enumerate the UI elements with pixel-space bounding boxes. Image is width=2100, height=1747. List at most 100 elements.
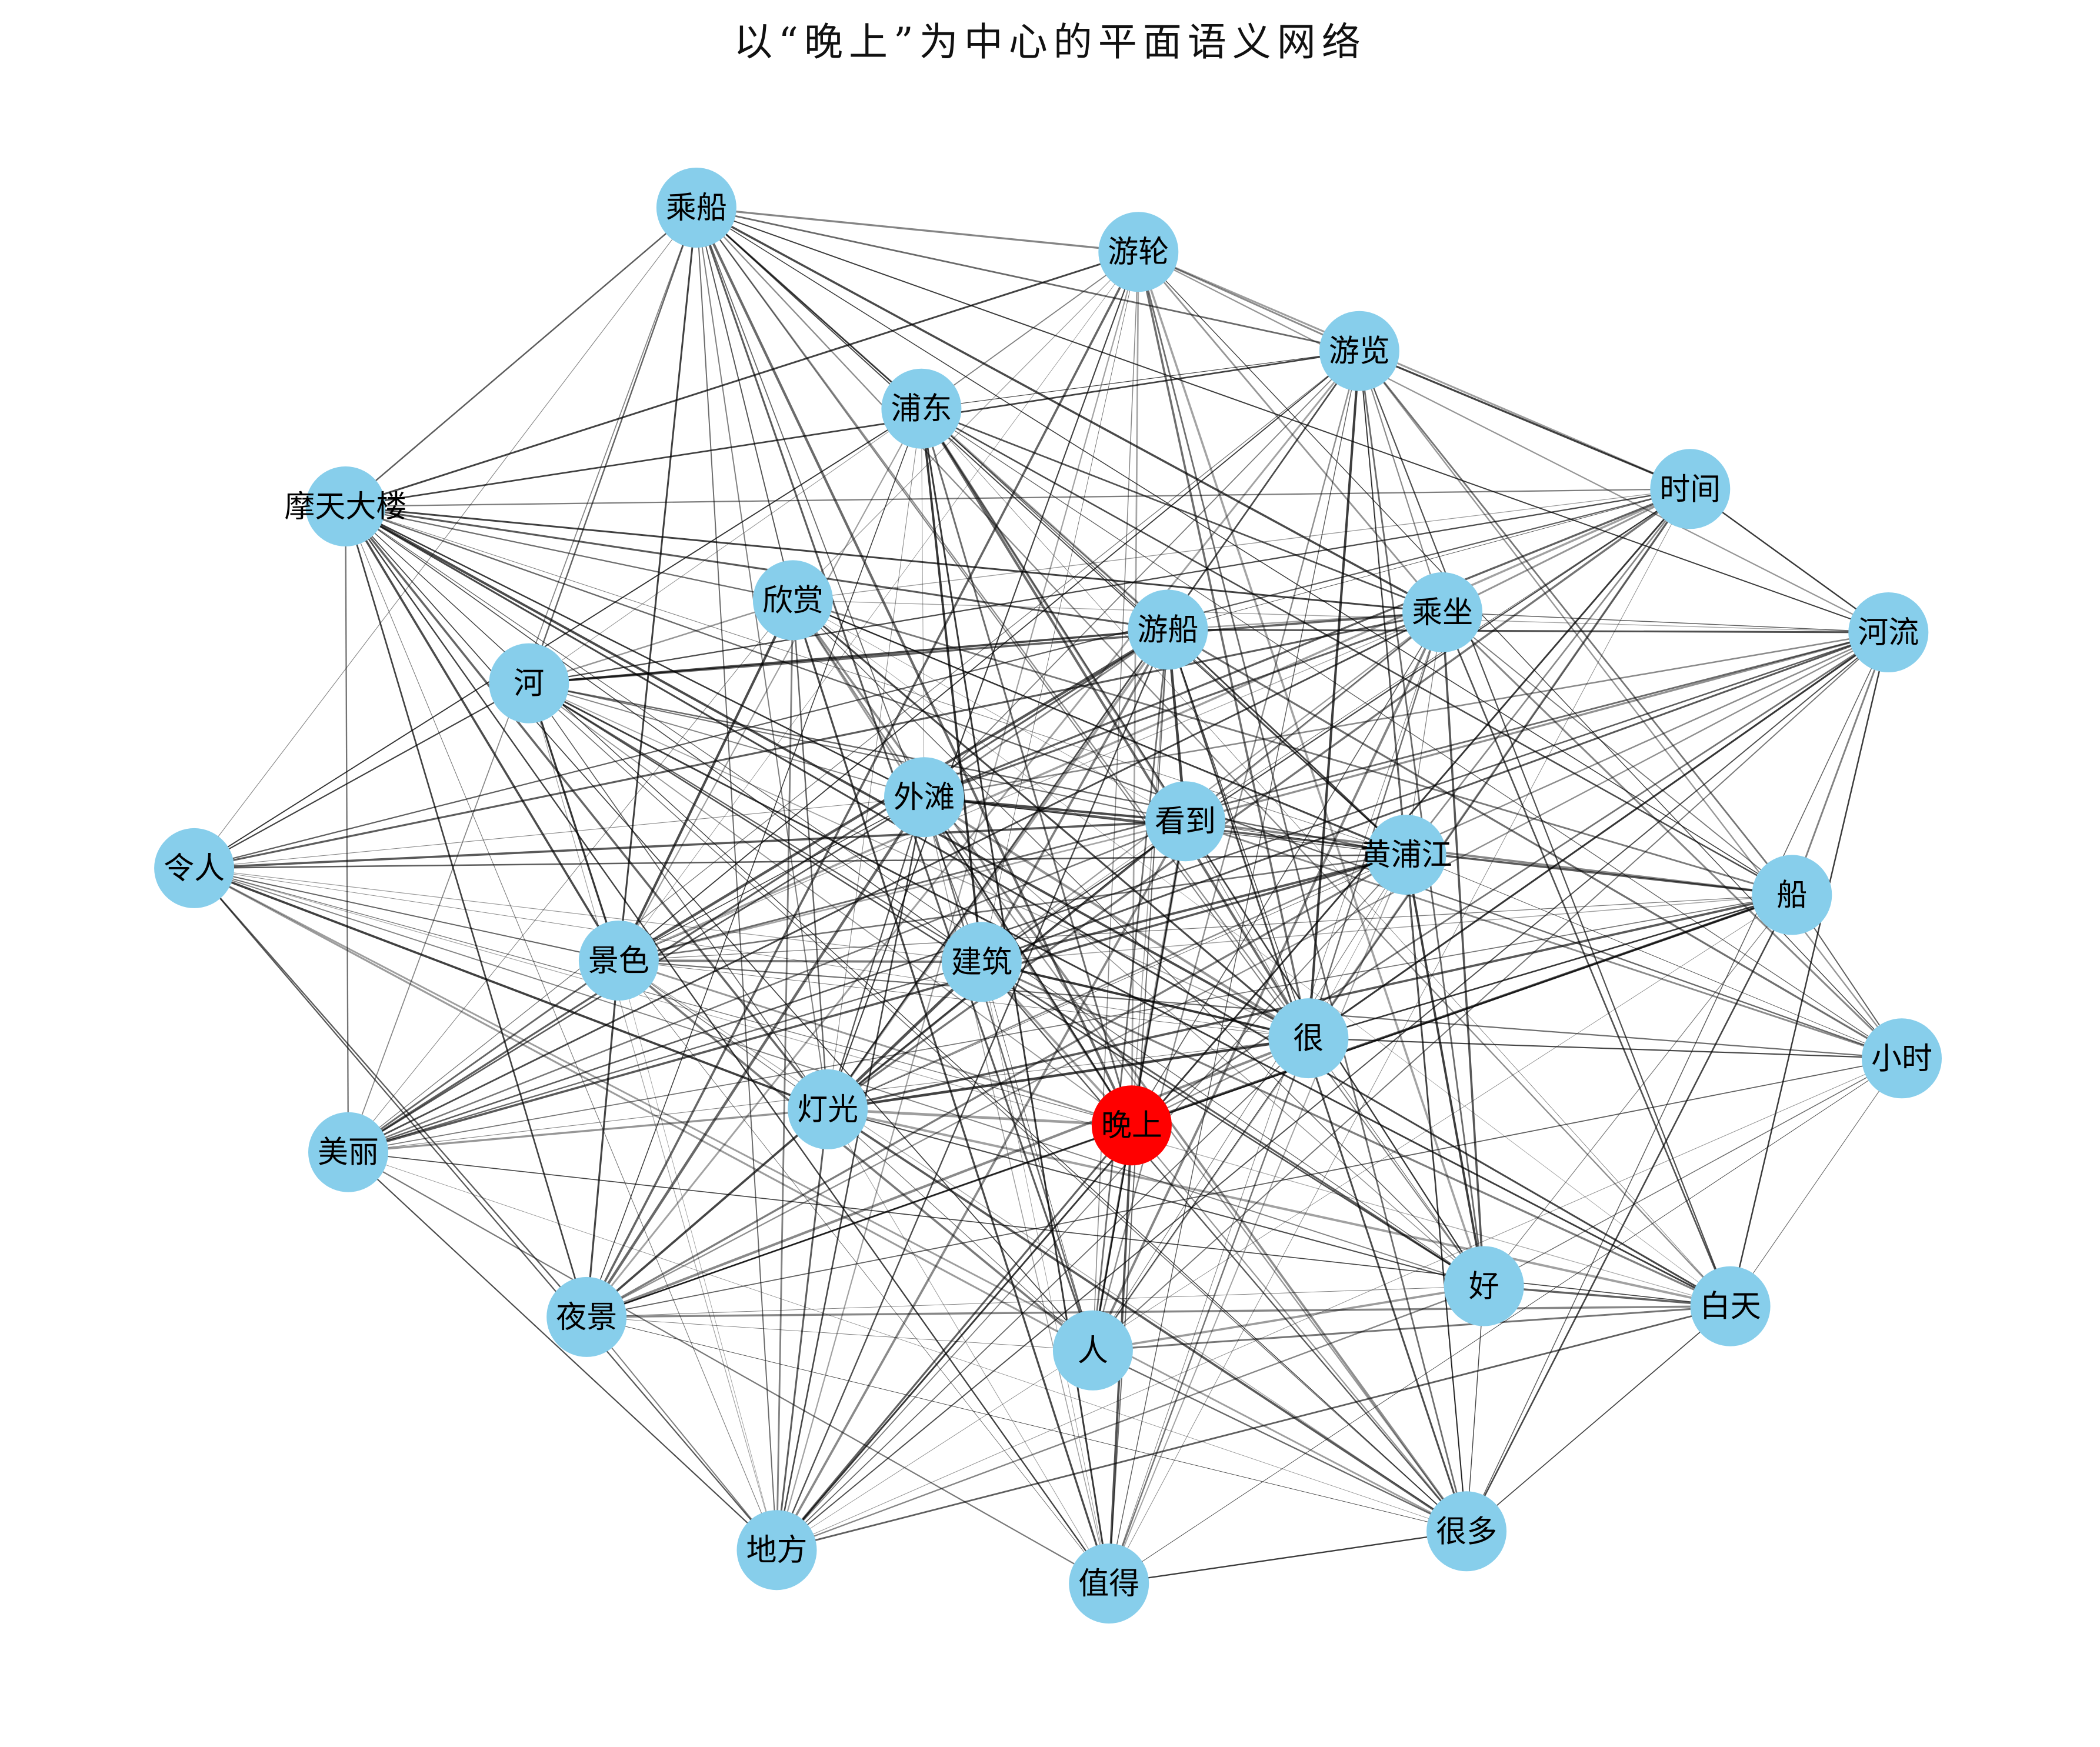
node-circle	[1319, 311, 1399, 391]
node-label: 船	[1776, 878, 1807, 913]
edge	[1308, 612, 1444, 1039]
edge	[1092, 1038, 1309, 1351]
node-label: 时间	[1659, 472, 1721, 507]
edge	[1405, 854, 1485, 1286]
edge	[528, 683, 778, 1551]
edge	[618, 408, 922, 961]
edge	[194, 820, 1186, 869]
edge	[826, 629, 1169, 1111]
edge	[618, 959, 982, 963]
edge	[345, 506, 1094, 1351]
edge	[776, 600, 794, 1551]
node: 欣赏	[752, 560, 833, 641]
node-label: 河流	[1858, 615, 1919, 651]
edge	[1358, 351, 1731, 1307]
edge	[792, 600, 829, 1109]
edge	[1484, 1058, 1902, 1287]
edge	[194, 207, 697, 869]
edge	[348, 961, 982, 1153]
edge	[1138, 251, 1360, 352]
edge	[194, 867, 619, 961]
edge	[695, 207, 794, 601]
edge	[1092, 629, 1169, 1351]
edge	[345, 488, 1691, 508]
edge	[827, 631, 1889, 1111]
edge	[618, 960, 777, 1551]
edge	[1168, 628, 1889, 634]
edge	[1358, 351, 1444, 613]
edge	[924, 796, 1792, 896]
edge	[586, 1316, 1093, 1351]
node-circle	[1145, 781, 1225, 862]
edge	[1108, 1038, 1309, 1584]
node-label: 游轮	[1108, 235, 1169, 270]
edge	[1092, 1349, 1467, 1532]
edge	[695, 207, 1133, 1126]
edge	[1092, 1305, 1731, 1352]
edge	[344, 505, 829, 1111]
edge	[696, 206, 1139, 253]
edge	[981, 962, 1094, 1351]
node-label: 值得	[1078, 1566, 1139, 1602]
edge	[528, 682, 982, 963]
edge	[920, 408, 1110, 1584]
edge	[348, 959, 619, 1153]
node-circle	[881, 368, 962, 449]
node: 外滩	[884, 757, 964, 838]
edge	[586, 854, 1407, 1318]
edge	[345, 505, 1731, 1308]
edge	[345, 505, 1443, 614]
node-circle	[1752, 855, 1832, 935]
node: 乘船	[656, 168, 736, 248]
node-circle	[752, 560, 833, 641]
edge	[529, 682, 1186, 822]
node: 好	[1444, 1246, 1524, 1326]
edge	[923, 796, 1309, 1039]
node-circle	[1098, 212, 1179, 292]
edge	[776, 1285, 1485, 1551]
edge	[924, 351, 1360, 798]
edge	[348, 1151, 1109, 1585]
node-circle	[1848, 592, 1929, 672]
node-label: 摩天大楼	[284, 489, 406, 525]
edge	[586, 1037, 1309, 1318]
node-label: 令人	[164, 851, 225, 886]
node: 夜景	[546, 1276, 627, 1357]
edge	[921, 408, 1169, 631]
edge	[528, 682, 1132, 1126]
edge	[696, 207, 1731, 1307]
edge	[920, 408, 1133, 1126]
edge	[529, 682, 1406, 856]
edge	[1308, 631, 1889, 1039]
edge	[1308, 894, 1792, 1039]
edge	[921, 251, 1139, 409]
edge	[695, 207, 829, 1110]
diagram-title: 以“晚上”为中心的平面语义网络	[734, 19, 1366, 65]
edge	[345, 505, 1902, 1059]
edge	[792, 599, 1309, 1039]
edge	[776, 1125, 1133, 1551]
node-label: 小时	[1871, 1041, 1932, 1076]
edge	[827, 251, 1139, 1110]
edge	[827, 1108, 1132, 1127]
node: 很	[1268, 998, 1349, 1079]
edge	[1185, 631, 1889, 822]
edge	[924, 611, 1443, 798]
node-label: 游船	[1137, 613, 1198, 648]
edge	[1138, 251, 1902, 1059]
edge	[585, 960, 620, 1318]
edge	[618, 854, 1406, 962]
edge	[1131, 1125, 1467, 1532]
edge	[348, 894, 1792, 1153]
edge	[348, 854, 1407, 1153]
edge	[827, 1108, 1468, 1532]
edge	[1484, 1285, 1731, 1308]
center-node: 晚上	[1091, 1085, 1172, 1166]
edge	[1092, 1285, 1484, 1352]
node: 值得	[1069, 1543, 1149, 1624]
edge	[586, 1316, 778, 1551]
edge	[528, 683, 1467, 1532]
edge	[348, 1108, 828, 1153]
node-circle	[1402, 572, 1483, 652]
edge	[1465, 894, 1793, 1532]
